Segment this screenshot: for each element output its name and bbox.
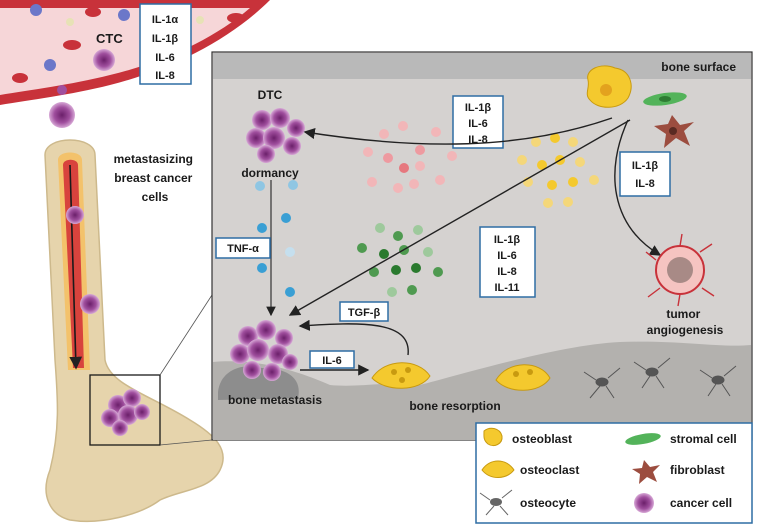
- migrating-cancer-cell: [66, 206, 84, 224]
- angiogenesis-cytokine-box: IL-1β IL-8: [619, 151, 671, 197]
- tgf-arrow: [298, 319, 409, 356]
- legend: osteoblast stromal cell osteoclast fibro…: [475, 422, 753, 524]
- svg-text:IL-1β: IL-1β: [494, 234, 521, 246]
- red-blood-cell: [227, 13, 245, 23]
- tnf-box: TNF-α: [215, 237, 271, 259]
- ctc-label: CTC: [96, 31, 123, 46]
- svg-text:IL-6: IL-6: [468, 118, 488, 130]
- dormancy-cytokine-box: IL-1β IL-6 IL-8: [452, 95, 504, 149]
- svg-text:osteoclast: osteoclast: [520, 463, 579, 477]
- ctc-cytokine-box: IL-1α IL-1β IL-6 IL-8: [139, 3, 192, 85]
- svg-text:IL-6: IL-6: [322, 355, 342, 367]
- bone-surface-band: [213, 53, 751, 79]
- legend-item-osteocyte: osteocyte: [479, 489, 576, 516]
- svg-text:IL-8: IL-8: [497, 266, 517, 278]
- bone-surface-label: bone surface: [661, 60, 736, 74]
- stromal-cell-source: [643, 92, 687, 106]
- bone-metastasis-cluster: [218, 320, 299, 400]
- tnf-particles: [255, 180, 298, 297]
- white-blood-cell: [44, 59, 56, 71]
- femur-bone: [44, 139, 224, 523]
- pink-cytokine-particles: [363, 121, 457, 193]
- red-blood-cell: [85, 7, 101, 17]
- circulating-tumor-cell: [93, 49, 115, 71]
- legend-item-fibroblast: fibroblast: [632, 460, 725, 484]
- osteoblast-source: [586, 65, 632, 108]
- platelet: [196, 16, 204, 24]
- svg-text:IL-8: IL-8: [635, 178, 655, 190]
- platelet: [66, 18, 74, 26]
- svg-text:cancer cell: cancer cell: [670, 496, 732, 510]
- il6-box: IL-6: [309, 350, 355, 369]
- legend-item-stromal-cell: stromal cell: [625, 432, 737, 446]
- svg-text:osteoblast: osteoblast: [512, 432, 572, 446]
- ctc-cytokine: IL-1α: [152, 14, 179, 26]
- svg-text:stromal cell: stromal cell: [670, 432, 737, 446]
- legend-item-osteoclast: osteoclast: [481, 460, 579, 478]
- osteocytes: [583, 357, 737, 399]
- green-cytokine-particles: [357, 223, 443, 297]
- dtc-label: DTC: [258, 88, 283, 102]
- zoom-connector: [159, 439, 213, 446]
- red-blood-cell: [63, 40, 81, 50]
- ctc-cytokine: IL-6: [155, 52, 175, 64]
- extravasated-cancer-cell: [49, 102, 75, 128]
- osteoclast-resorbing: [371, 362, 431, 389]
- fibroblast-source: [654, 115, 694, 148]
- dtc-cluster: [246, 108, 305, 163]
- svg-text:IL-6: IL-6: [497, 250, 517, 262]
- arrow-to-dtc: [303, 117, 613, 145]
- extravasating-cancer-cell: [57, 85, 67, 95]
- ctc-cytokine: IL-1β: [152, 33, 179, 45]
- bone-metastasis-label: bone metastasis: [228, 393, 322, 407]
- metastasizing-label: metastasizing breast cancer cells: [114, 152, 197, 204]
- svg-text:IL-1β: IL-1β: [465, 102, 492, 114]
- yellow-cytokine-particles: [517, 133, 599, 208]
- legend-item-cancer-cell: cancer cell: [634, 493, 732, 513]
- svg-text:IL-11: IL-11: [494, 282, 519, 294]
- bone-floor: [213, 341, 751, 440]
- svg-text:IL-1β: IL-1β: [632, 160, 659, 172]
- tumor-angiogenesis-tumor: [645, 233, 715, 307]
- metastasis-cytokine-box: IL-1β IL-6 IL-8 IL-11: [479, 226, 536, 298]
- white-blood-cell: [30, 4, 42, 16]
- arrow-to-angiogenesis: [614, 119, 662, 256]
- bone-resorption-label: bone resorption: [409, 399, 500, 413]
- white-blood-cell: [118, 9, 130, 21]
- tumor-angiogenesis-label: tumor angiogenesis: [647, 307, 724, 337]
- svg-text:fibroblast: fibroblast: [670, 463, 725, 477]
- zoom-connector: [159, 294, 213, 376]
- svg-text:TGF-β: TGF-β: [348, 307, 381, 319]
- zoom-region-box: [89, 374, 161, 446]
- legend-item-osteoblast: osteoblast: [483, 427, 572, 447]
- bone-tumor-cluster: [101, 389, 150, 436]
- migrating-cancer-cell: [80, 294, 100, 314]
- red-blood-cell: [12, 73, 28, 83]
- osteoclast-floor: [495, 364, 551, 391]
- tgf-box: TGF-β: [339, 301, 389, 322]
- svg-text:osteocyte: osteocyte: [520, 496, 576, 510]
- arrow-to-metastasis: [288, 119, 631, 316]
- ctc-cytokine: IL-8: [155, 70, 175, 82]
- svg-text:TNF-α: TNF-α: [227, 243, 259, 255]
- dormancy-label: dormancy: [241, 166, 299, 180]
